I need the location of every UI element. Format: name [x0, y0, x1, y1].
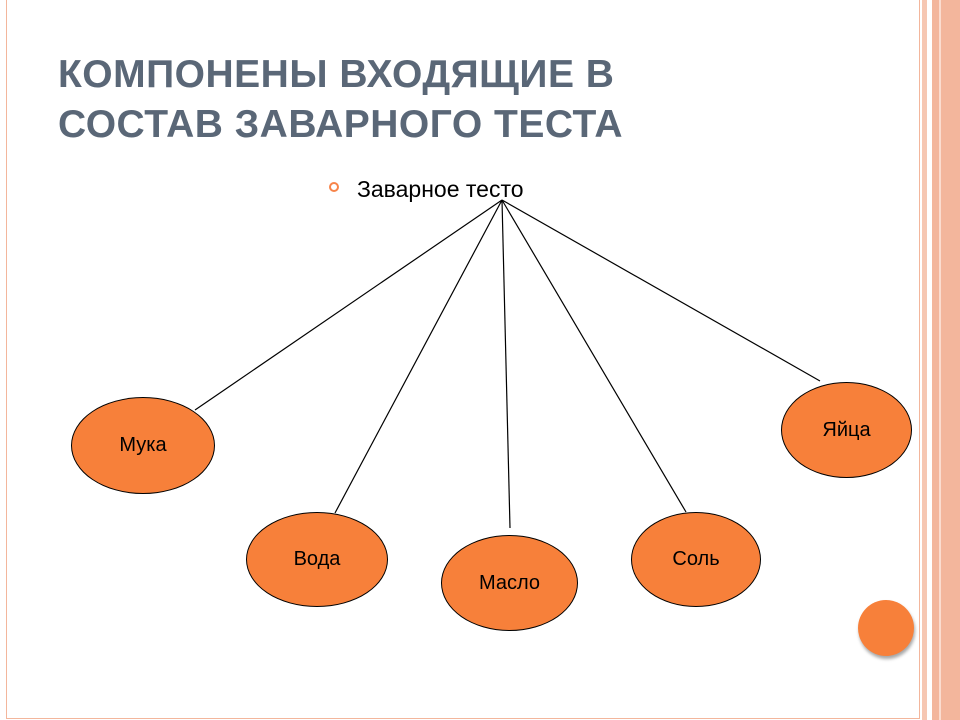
diagram-node-butter: Масло	[441, 535, 578, 631]
diagram-node-water: Вода	[246, 512, 388, 607]
diagram-root-label: Заварное тесто	[357, 176, 524, 202]
diagram-node-salt: Соль	[631, 512, 761, 607]
connector-line-flour	[194, 199, 503, 411]
diagram-node-label: Мука	[119, 434, 167, 456]
slide-title: КОМПОНЕНЫ ВХОДЯЩИЕ В СОСТАВ ЗАВАРНОГО ТЕ…	[58, 50, 818, 150]
decorative-circle	[858, 600, 914, 656]
connector-line-salt	[501, 199, 687, 513]
diagram-node-label: Соль	[672, 548, 720, 570]
bullet-circle-icon	[329, 182, 339, 192]
connector-line-butter	[501, 199, 511, 529]
diagram-node-eggs: Яйца	[781, 382, 912, 478]
connector-line-eggs	[501, 199, 821, 382]
decorative-stripe	[939, 0, 941, 720]
decorative-stripe	[929, 0, 932, 720]
decorative-stripe	[922, 0, 927, 720]
slide-title-line-1: КОМПОНЕНЫ ВХОДЯЩИЕ В	[58, 53, 615, 96]
diagram-node-label: Вода	[293, 548, 341, 570]
slide-title-line-2: СОСТАВ ЗАВАРНОГО ТЕСТА	[58, 103, 624, 146]
diagram-node-flour: Мука	[71, 397, 215, 494]
decorative-stripe	[932, 0, 960, 720]
connector-line-water	[334, 199, 503, 514]
diagram-node-label: Яйца	[822, 418, 871, 441]
diagram-node-label: Масло	[478, 571, 541, 594]
slide-frame	[6, 0, 920, 719]
